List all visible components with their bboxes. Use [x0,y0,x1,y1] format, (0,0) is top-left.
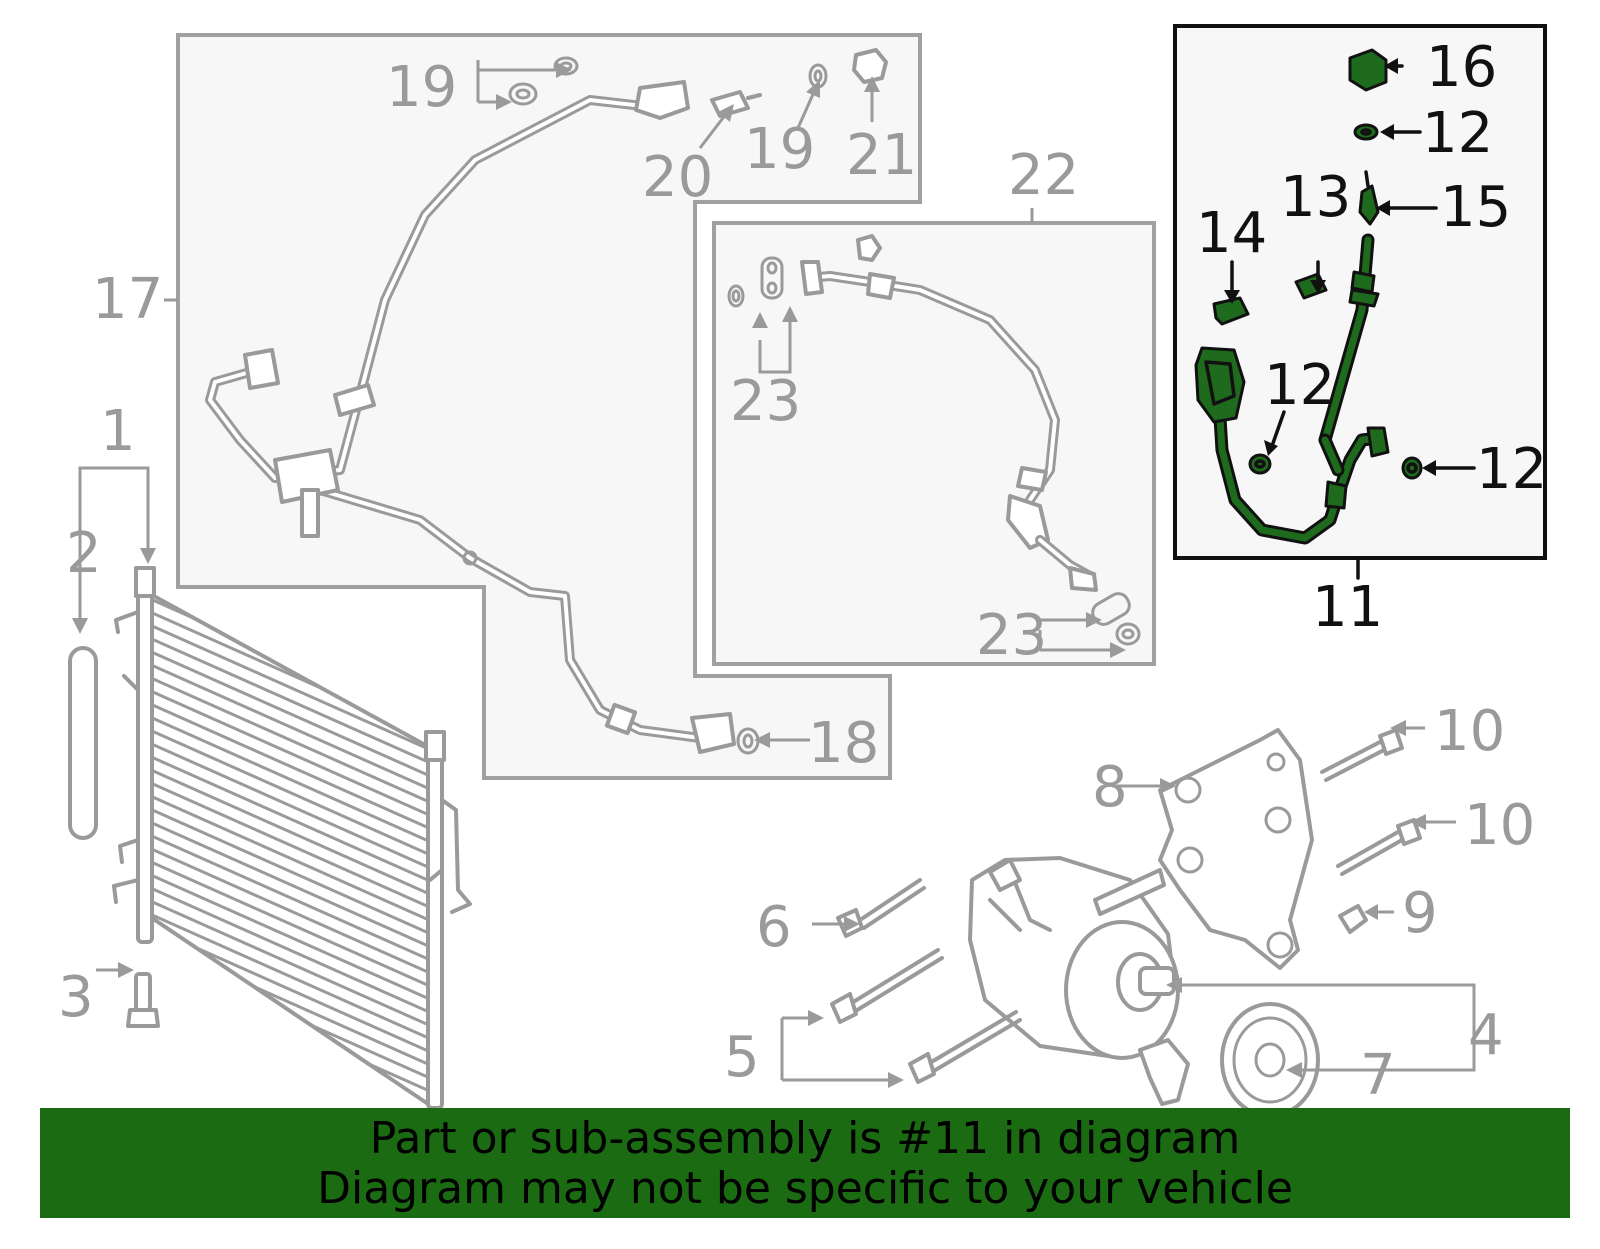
condenser-1 [112,566,472,1116]
gasket-23-b [760,256,784,300]
banner-line-1: Part or sub-assembly is #11 in diagram [369,1113,1241,1164]
callout-23-left: 23 [730,369,801,434]
callout-5: 5 [724,1025,760,1090]
arrow-heads [72,58,1436,1088]
callout-19-right: 19 [744,117,815,182]
callout-23-right: 23 [976,603,1047,668]
callout-14: 14 [1196,201,1267,266]
callout-10-lower: 10 [1464,793,1535,858]
liquid-line-17-pipes [205,80,736,754]
group-box-17 [176,33,922,780]
o-ring-19-lower [508,82,538,106]
receiver-drier-2 [68,646,98,840]
callouts: 1 2 3 4 5 6 7 8 9 10 10 11 12 12 12 13 1… [58,35,1547,1108]
callout-15: 15 [1440,175,1511,240]
o-ring-12-mid [1248,453,1272,475]
cap-16 [1348,48,1388,92]
o-ring-12-top [1353,123,1379,141]
callout-20: 20 [642,145,713,210]
o-ring-12-right [1401,456,1423,480]
callout-12-mid: 12 [1264,353,1335,418]
bracket-8 [1158,728,1314,970]
dowel-9 [1338,904,1368,934]
o-ring-23-a [727,284,745,308]
callout-3: 3 [58,965,94,1030]
callout-22: 22 [1008,143,1079,208]
callout-4: 4 [1468,1003,1504,1068]
valve-core-20 [710,90,762,118]
callout-6: 6 [756,895,792,960]
compressor-4 [968,856,1180,1060]
callout-7: 7 [1360,1043,1396,1108]
callout-1: 1 [100,399,136,464]
callout-17: 17 [92,267,163,332]
callout-8: 8 [1092,755,1128,820]
bolt-5-lower [908,1010,1022,1084]
callout-13: 13 [1280,165,1351,230]
callout-21: 21 [846,123,917,188]
callout-12-right: 12 [1476,437,1547,502]
valve-core-15 [1358,170,1380,226]
callout-12-top: 12 [1422,101,1493,166]
sensor-14 [1212,296,1250,326]
callout-18: 18 [808,711,879,776]
bolt-10-lower [1336,818,1422,876]
bolt-3 [126,972,160,1028]
bolt-10-upper [1320,728,1404,782]
callout-19-left: 19 [386,55,457,120]
callout-10-upper: 10 [1434,699,1505,764]
callout-2: 2 [66,521,102,586]
suction-hose-22 [800,234,1098,592]
callout-9: 9 [1402,881,1438,946]
clutch-7 [1138,1002,1320,1118]
callout-11[interactable]: 11 [1312,575,1383,640]
o-ring-23-d [1115,622,1141,646]
cap-21 [852,48,888,84]
banner-line-2: Diagram may not be specific to your vehi… [317,1163,1293,1214]
info-banner: Part or sub-assembly is #11 in diagram D… [40,1108,1570,1218]
group-box-22 [712,221,1156,666]
bolt-5-upper [830,948,944,1024]
discharge-hose-11 [1194,233,1390,545]
callout-16: 16 [1426,35,1497,100]
